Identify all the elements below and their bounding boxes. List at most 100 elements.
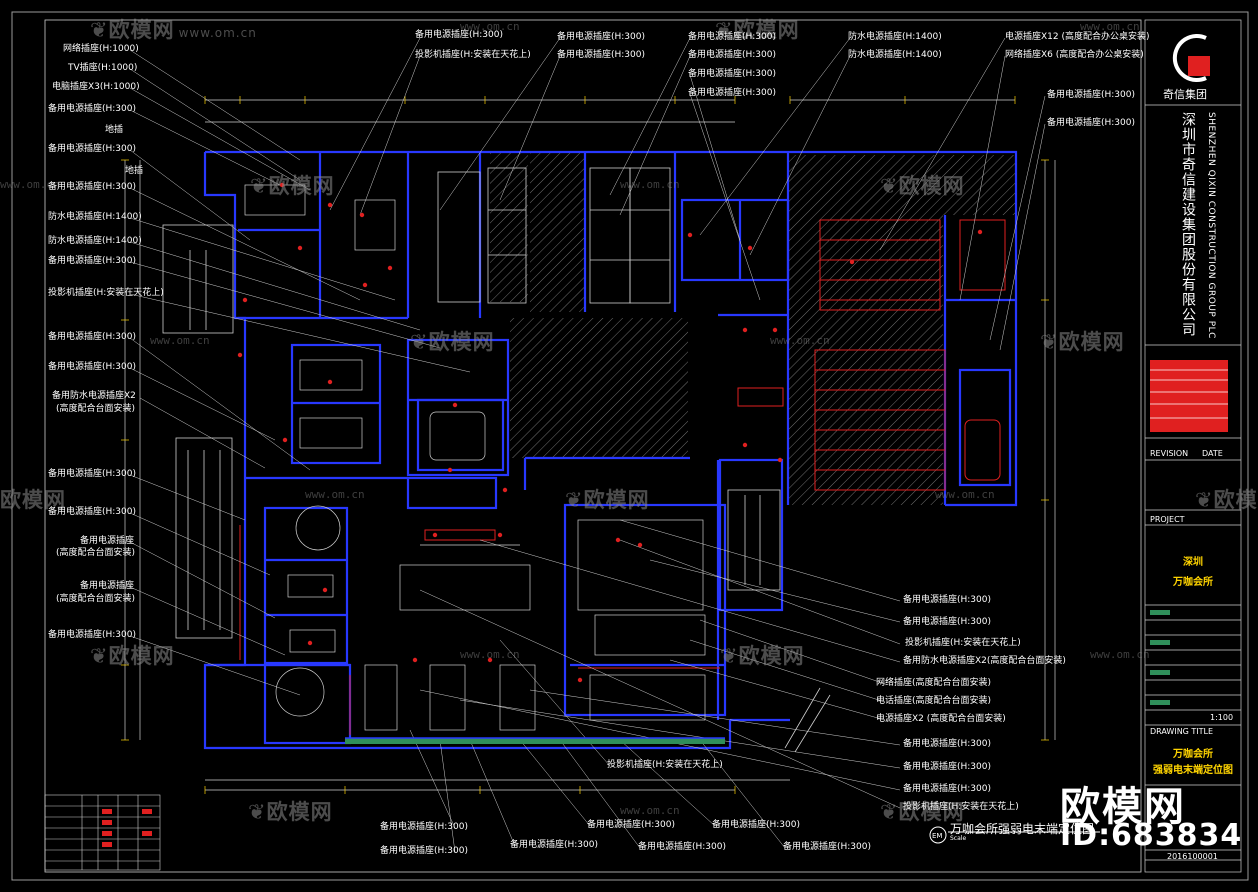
annotation-label: 备用电源插座(H:300) <box>903 595 992 605</box>
annotation-label: 地插 <box>105 125 124 135</box>
watermark: ❦欧模网 <box>1040 330 1125 354</box>
annotation-label: 备用电源插座(H:300) <box>903 617 992 627</box>
watermark-url: www.om.cn <box>460 20 520 33</box>
annotation-label: 备用电源插座(H:300) <box>557 50 646 60</box>
annotation-label: 备用电源插座(H:300) <box>48 332 137 342</box>
title-line-1: 万咖会所 <box>1173 749 1213 760</box>
revision-label: REVISION <box>1150 449 1189 458</box>
model-id-watermark: ID:683834 <box>1060 818 1243 853</box>
annotation-label: 备用电源插座(H:300) <box>587 820 676 830</box>
annotation-label: 网络插座(高度配合台面安装) <box>876 678 992 688</box>
annotation-label: 网络插座(H:1000) <box>63 44 139 54</box>
annotation-label: 投影机插座(H:安装在天花上) <box>903 802 1019 812</box>
annotation-label: 备用电源插座 <box>80 581 135 591</box>
annotation-label: 电源插座X12 (高度配合办公桌安装) <box>1005 32 1150 42</box>
drawing-title-mark: EM <box>929 826 1100 844</box>
watermark: ❦欧模网 <box>248 800 333 824</box>
logo-caption: 奇信集团 <box>1163 88 1207 101</box>
watermark: ❦欧模网 <box>1195 488 1258 512</box>
annotation-label: 投影机插座(H:安装在天花上) <box>48 288 164 298</box>
hatched-areas <box>490 152 1016 505</box>
annotation-label: (高度配合台面安装) <box>56 594 136 604</box>
watermark: ❦欧模网 <box>90 644 175 668</box>
sheet-outer-border <box>11 11 1249 881</box>
annotation-label: 备用电源插座(H:300) <box>48 256 137 266</box>
date-label: DATE <box>1202 449 1223 458</box>
company-logo <box>1172 34 1210 82</box>
watermark: ❦欧模网 <box>565 488 650 512</box>
watermark: ❦欧模网 <box>720 644 805 668</box>
annotation-label: 备用电源插座(H:300) <box>903 762 992 772</box>
svg-text:EM: EM <box>932 832 942 840</box>
sheet-number: 2016100001 <box>1167 852 1218 861</box>
watermark-url: www.om.cn <box>1080 20 1140 33</box>
annotation-label: 防水电源插座(H:1400) <box>848 50 942 60</box>
annotation-label: 备用电源插座(H:300) <box>48 507 137 517</box>
annotation-label: 备用电源插座(H:300) <box>48 630 137 640</box>
annotation-label: 备用电源插座(H:300) <box>903 784 992 794</box>
title-line-2: 强弱电末端定位图 <box>1153 765 1233 776</box>
watermark-url: www.om.cn <box>0 178 60 191</box>
outlet-markers <box>237 182 983 683</box>
watermark: ❦欧模网 <box>880 174 965 198</box>
annotation-label: 备用电源插座(H:300) <box>48 362 137 372</box>
annotation-label: 备用防水电源插座X2 <box>52 391 136 401</box>
watermark-url: www.om.cn <box>1090 648 1150 661</box>
watermark-url: www.om.cn <box>305 488 365 501</box>
annotation-label: 备用电源插座(H:300) <box>48 182 137 192</box>
annotation-label: 备用电源插座(H:300) <box>1047 90 1136 100</box>
annotation-label: 投影机插座(H:安装在天花上) <box>905 638 1021 648</box>
annotation-label: 备用电源插座 <box>80 536 135 546</box>
annotation-label: 备用电源插座(H:300) <box>1047 118 1136 128</box>
auditorium-seating <box>239 219 1006 735</box>
building-walls <box>203 150 1018 750</box>
watermark-url: www.om.cn <box>620 804 680 817</box>
scale-value: 1:100 <box>1210 713 1234 722</box>
company-name-en: SHENZHEN QIXIN CONSTRUCTION GROUP PLC <box>1206 112 1216 339</box>
annotation-label: 备用电源插座(H:300) <box>415 30 504 40</box>
annotation-label: (高度配合台面安装) <box>56 404 136 414</box>
watermark: 欧模网 <box>0 488 66 512</box>
sheet-inner-border <box>44 19 1142 873</box>
leader-lines <box>129 37 1046 853</box>
annotation-label: 防水电源插座(H:1400) <box>48 236 142 246</box>
stairs-and-escalators <box>162 167 831 753</box>
title-block <box>1144 19 1242 873</box>
annotation-label: 备用电源插座(H:300) <box>380 846 469 856</box>
watermark: ❦欧模网 <box>880 800 965 824</box>
watermark: ❦欧模网 <box>410 330 495 354</box>
bottom-glazing <box>345 737 725 744</box>
drawing-scale-label: Scale <box>950 835 967 842</box>
annotation-label: 防水电源插座(H:1400) <box>48 212 142 222</box>
annotation-label: 电脑插座X3(H:1000) <box>52 82 140 92</box>
annotation-label: 备用电源插座(H:300) <box>688 50 777 60</box>
furniture-layout <box>244 184 706 731</box>
watermark-url: www.om.cn <box>935 488 995 501</box>
annotation-label: 地插 <box>125 166 144 176</box>
brand-watermark-large: 欧模网 <box>1060 784 1186 830</box>
annotation-label: 备用电源插座(H:300) <box>903 739 992 749</box>
project-name: 万咖会所 <box>1173 577 1213 588</box>
annotation-label: TV插座(H:1000) <box>68 63 138 73</box>
annotation-label: 防水电源插座(H:1400) <box>848 32 942 42</box>
annotation-label: 电话插座(高度配合台面安装) <box>876 696 992 706</box>
annotation-label: 备用电源插座(H:300) <box>688 69 777 79</box>
annotation-label: 备用电源插座(H:300) <box>380 822 469 832</box>
annotation-label: 备用防水电源插座X2(高度配合台面安装) <box>903 656 1066 666</box>
annotation-label: 投影机插座(H:安装在天花上) <box>607 760 723 770</box>
drawing-title: 万咖会所强弱电末端定位图 <box>950 822 1095 836</box>
annotation-label: (高度配合台面安装) <box>56 548 136 558</box>
annotation-label: 备用电源插座(H:300) <box>638 842 727 852</box>
watermark-url: www.om.cn <box>770 334 830 347</box>
annotation-label: 备用电源插座(H:300) <box>688 32 777 42</box>
annotation-label: 备用电源插座(H:300) <box>48 469 137 479</box>
annotation-label: 备用电源插座(H:300) <box>557 32 646 42</box>
annotation-label: 备用电源插座(H:300) <box>510 840 599 850</box>
annotation-label: 电源插座X2 (高度配合台面安装) <box>876 714 1006 724</box>
drawing-title-label: DRAWING TITLE <box>1150 727 1214 736</box>
annotation-label: 备用电源插座(H:300) <box>48 144 137 154</box>
watermark-url: www.om.cn <box>620 178 680 191</box>
annotation-label: 备用电源插座(H:300) <box>688 88 777 98</box>
